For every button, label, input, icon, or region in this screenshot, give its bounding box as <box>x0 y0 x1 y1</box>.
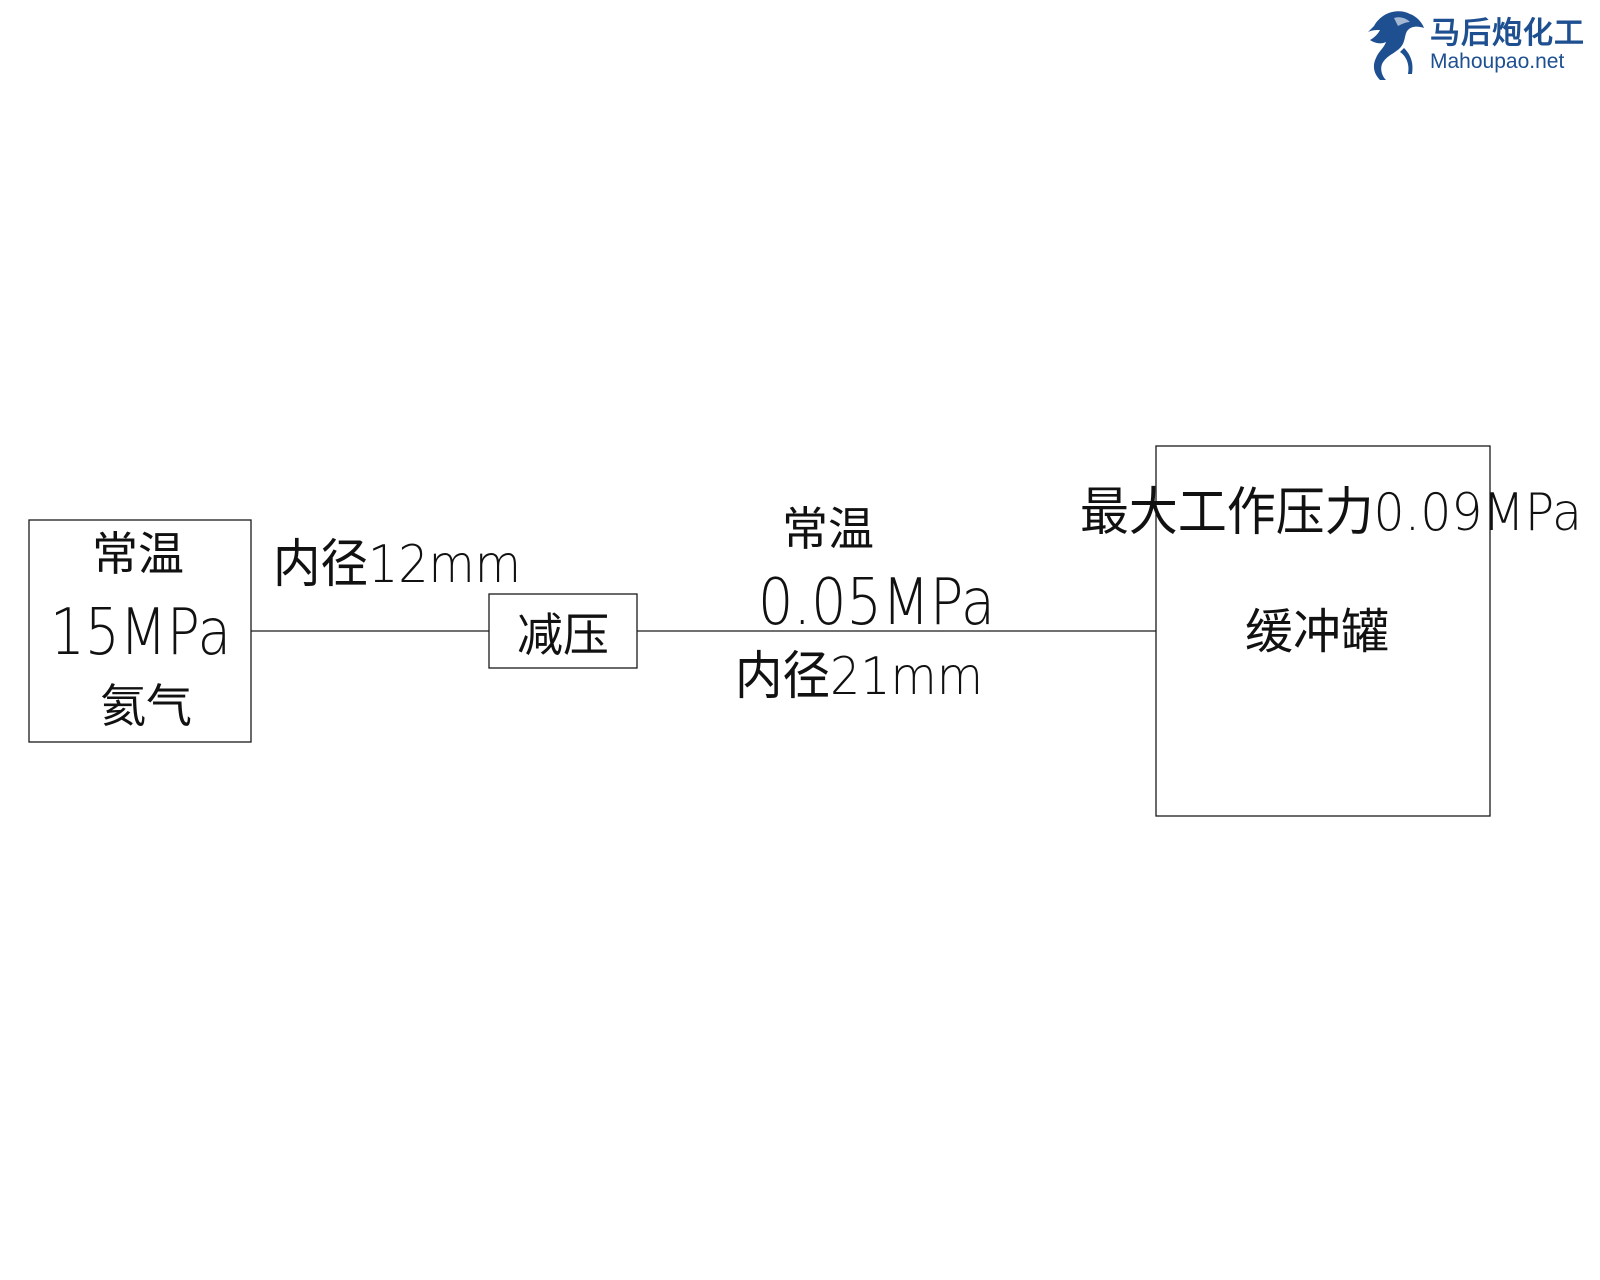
source-pressure-label: 15MPa <box>50 596 231 670</box>
reducer-label: 减压 <box>517 608 609 662</box>
inlet-diameter-label: 内径12mm <box>273 535 521 595</box>
brand-logo: 马后炮化工 Mahoupao.net <box>1364 4 1594 82</box>
logo-title: 马后炮化工 <box>1430 16 1585 51</box>
source-gas-label: 氦气 <box>100 679 192 733</box>
source-temperature-label: 常温 <box>92 527 184 581</box>
buffer-tank-max-pressure-label: 最大工作压力0.09MPa <box>1080 483 1582 543</box>
buffer-tank-box <box>1155 445 1491 817</box>
outlet-diameter-label: 内径21mm <box>735 647 983 707</box>
outlet-pressure-label: 0.05MPa <box>758 566 995 640</box>
buffer-tank-name-label: 缓冲罐 <box>1245 604 1389 660</box>
outlet-temperature-label: 常温 <box>782 502 874 556</box>
logo-url: Mahoupao.net <box>1430 50 1565 73</box>
horse-icon <box>1368 11 1424 80</box>
